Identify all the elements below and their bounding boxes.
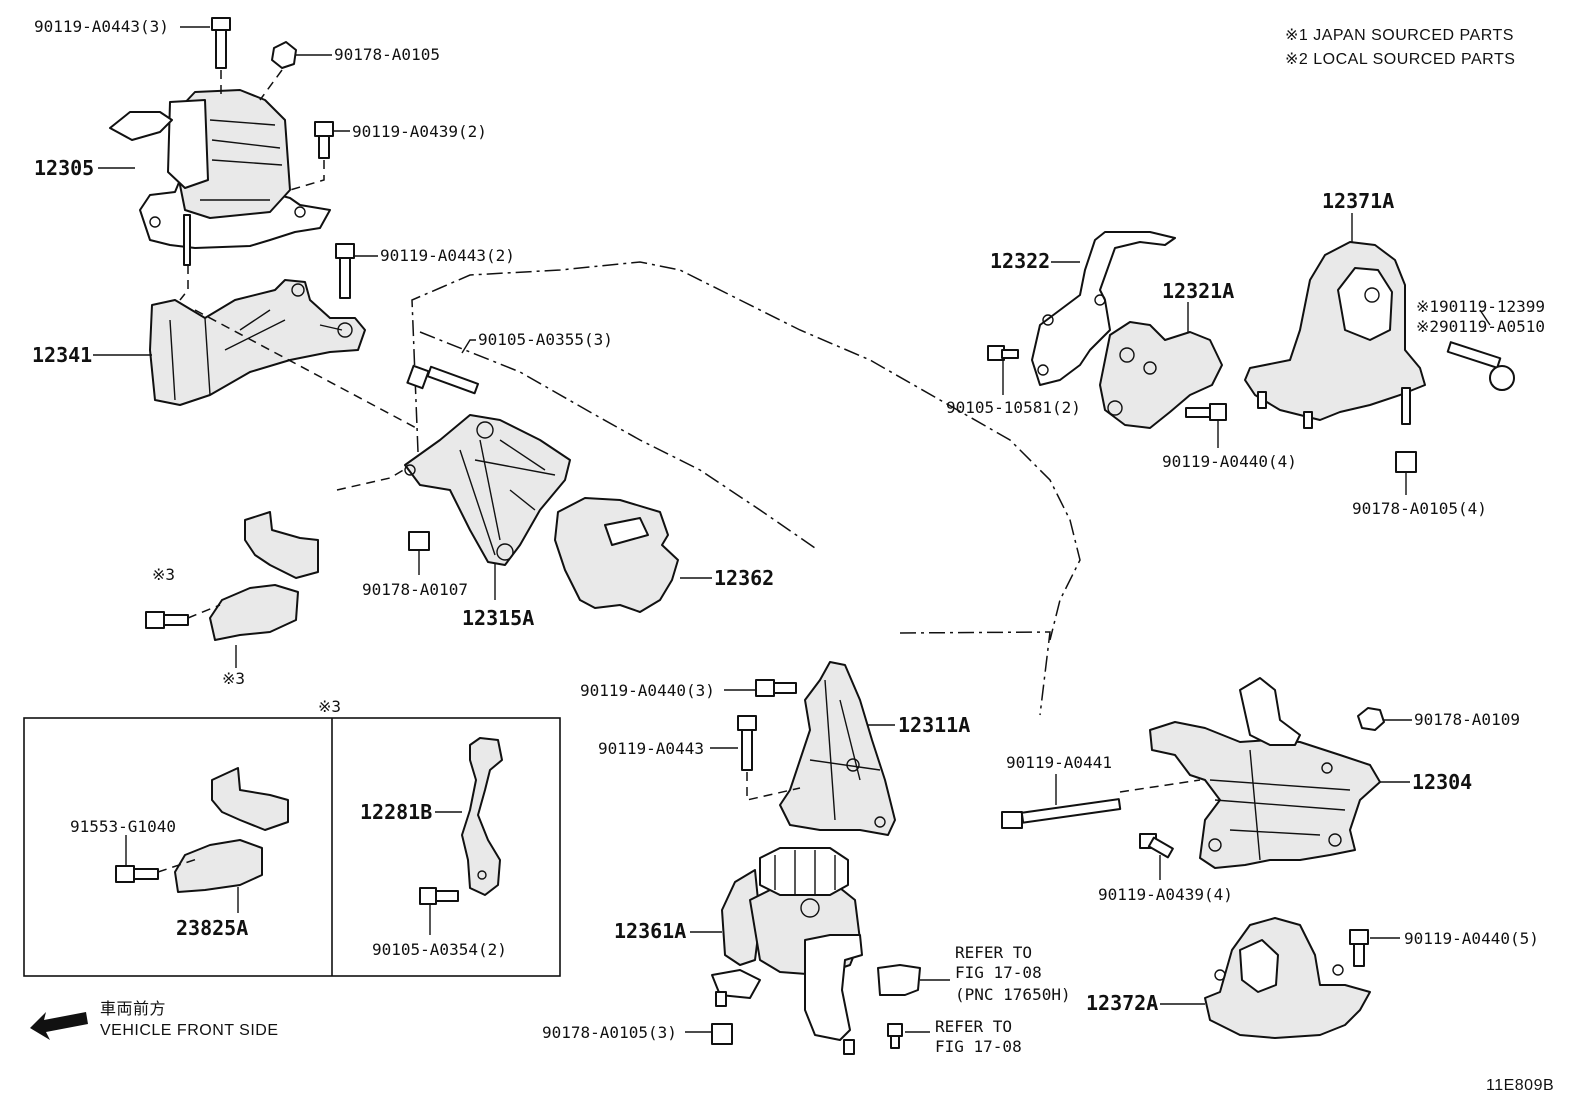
part-12322-bracket[interactable] xyxy=(1031,231,1176,386)
label-90119-a0440-4: 90119-A0440(4) xyxy=(1162,452,1297,471)
bolt-90119-a0441[interactable] xyxy=(1001,798,1122,829)
nut-90178-a0105-4[interactable] xyxy=(1395,451,1417,473)
label-90178-a0107: 90178-A0107 xyxy=(362,580,468,599)
refer1-line3: (PNC 17650H) xyxy=(955,985,1071,1004)
bolt-90119-a0440-4[interactable] xyxy=(1185,403,1227,421)
leader-lines xyxy=(93,26,1491,1033)
leader-dash-23825a xyxy=(157,857,201,873)
label-12372a: 12372A xyxy=(1086,991,1158,1015)
vehicle-front-arrow-icon xyxy=(30,1012,88,1040)
mark-3-bolt: ※3 xyxy=(152,565,175,584)
label-90105-a0355-3: 90105-A0355(3) xyxy=(478,330,613,349)
part-12304-bracket[interactable] xyxy=(1149,677,1381,869)
note-local-sourced: ※2 LOCAL SOURCED PARTS xyxy=(1285,51,1515,68)
figure-code: 11E809B xyxy=(1486,1077,1554,1094)
inset-box xyxy=(23,717,561,977)
engine-outline xyxy=(411,261,1081,716)
label-12281b: 12281B xyxy=(360,800,432,824)
part-12362-pad[interactable] xyxy=(554,497,679,613)
bolt-90119-a0439-4[interactable] xyxy=(1139,833,1174,859)
label-90119-a0439-4: 90119-A0439(4) xyxy=(1098,885,1233,904)
part-23825a-clip[interactable] xyxy=(174,767,289,893)
label-190119-12399: ※190119-12399 xyxy=(1416,297,1545,316)
label-90119-a0441: 90119-A0441 xyxy=(1006,753,1112,772)
part-12305-engine-mount[interactable] xyxy=(109,89,331,266)
label-90178-a0105-4: 90178-A0105(4) xyxy=(1352,499,1487,518)
bolt-90119-a0439-2[interactable] xyxy=(314,121,334,159)
bolt-90119-a0443-2[interactable] xyxy=(335,243,355,299)
bolt-190119-12399[interactable] xyxy=(1446,341,1515,391)
label-90119-a0439-2: 90119-A0439(2) xyxy=(352,122,487,141)
leader-dash-clip xyxy=(187,604,221,619)
label-12315a: 12315A xyxy=(462,606,534,630)
label-90178-a0105: 90178-A0105 xyxy=(334,45,440,64)
refer1-line1: REFER TO xyxy=(955,943,1032,962)
mark-3-clip: ※3 xyxy=(222,669,245,688)
label-23825a: 23825A xyxy=(176,916,248,940)
bolt-clip-3[interactable] xyxy=(145,611,189,629)
engine-inner-line xyxy=(419,331,816,549)
refer2-line2: FIG 17-08 xyxy=(935,1037,1022,1056)
label-90119-a0443-2: 90119-A0443(2) xyxy=(380,246,515,265)
label-90105-10581-2: 90105-10581(2) xyxy=(946,398,1081,417)
nut-90178-a0109[interactable] xyxy=(1357,707,1385,731)
note-japan-sourced: ※1 JAPAN SOURCED PARTS xyxy=(1285,27,1514,44)
vehicle-front-label-en: VEHICLE FRONT SIDE xyxy=(100,1022,279,1039)
nut-90178-a0107[interactable] xyxy=(408,531,430,551)
bolt-90105-10581-2[interactable] xyxy=(987,345,1019,361)
part-12361a-mount[interactable] xyxy=(711,847,863,1055)
bolt-90105-a0355-3[interactable] xyxy=(406,364,480,395)
part-clip-3[interactable] xyxy=(209,511,319,641)
label-12362: 12362 xyxy=(714,566,774,590)
label-90119-a0440-5: 90119-A0440(5) xyxy=(1404,929,1539,948)
nut-90178-a0105-3[interactable] xyxy=(711,1023,733,1045)
label-12371a: 12371A xyxy=(1322,189,1394,213)
label-12322: 12322 xyxy=(990,249,1050,273)
mark-3-inset: ※3 xyxy=(318,697,341,716)
part-refer-17650h[interactable] xyxy=(877,964,921,996)
leader-dash-12304 xyxy=(1119,779,1201,793)
bolt-91553-g1040[interactable] xyxy=(115,865,159,883)
part-12315a-bracket[interactable] xyxy=(404,414,571,566)
leader-dash-12305 xyxy=(179,69,325,301)
label-12341: 12341 xyxy=(32,343,92,367)
bolt-90119-a0440-3[interactable] xyxy=(755,679,797,697)
label-90119-a0443: 90119-A0443 xyxy=(598,739,704,758)
label-90119-a0443-3: 90119-A0443(3) xyxy=(34,17,169,36)
refer2-line1: REFER TO xyxy=(935,1017,1012,1036)
label-12305: 12305 xyxy=(34,156,94,180)
label-12361a: 12361A xyxy=(614,919,686,943)
refer1-line2: FIG 17-08 xyxy=(955,963,1042,982)
part-12371a-mount[interactable] xyxy=(1244,241,1426,429)
part-refer-fig-17-08-bolt[interactable] xyxy=(887,1023,903,1049)
label-12304: 12304 xyxy=(1412,770,1472,794)
label-91553-g1040: 91553-G1040 xyxy=(70,817,176,836)
bolt-90105-a0354-2[interactable] xyxy=(419,887,459,905)
label-90178-a0105-3: 90178-A0105(3) xyxy=(542,1023,677,1042)
label-90105-a0354-2: 90105-A0354(2) xyxy=(372,940,507,959)
label-12321a: 12321A xyxy=(1162,279,1234,303)
bolt-90119-a0443[interactable] xyxy=(737,715,757,771)
leader-dash-12311a xyxy=(746,772,801,801)
label-90119-a0440-3: 90119-A0440(3) xyxy=(580,681,715,700)
part-12372a-mount[interactable] xyxy=(1204,917,1371,1039)
part-12311a-bracket[interactable] xyxy=(779,661,896,836)
label-12311a: 12311A xyxy=(898,713,970,737)
bolt-90119-a0443-3[interactable] xyxy=(211,17,231,69)
part-12321a-mount[interactable] xyxy=(1099,321,1223,429)
bolt-90119-a0440-5[interactable] xyxy=(1349,929,1369,967)
part-12281b-bracket[interactable] xyxy=(461,737,503,896)
nut-90178-a0105[interactable] xyxy=(271,41,297,69)
part-12341-bracket[interactable] xyxy=(149,279,366,406)
label-290119-a0510: ※290119-A0510 xyxy=(1416,317,1545,336)
vehicle-front-label-jp: 車両前方 xyxy=(100,1000,166,1018)
label-90178-a0109: 90178-A0109 xyxy=(1414,710,1520,729)
